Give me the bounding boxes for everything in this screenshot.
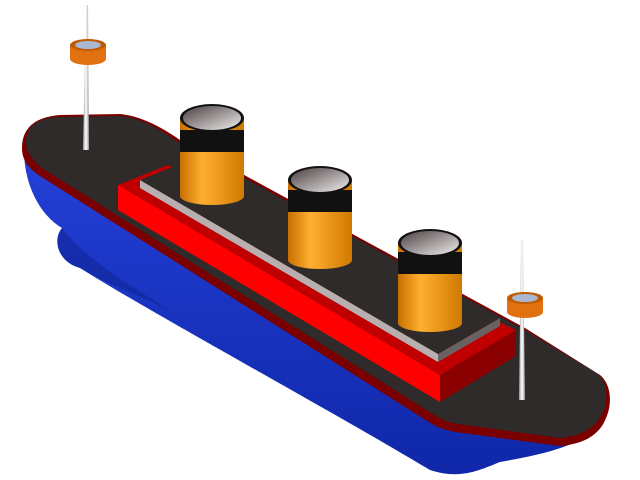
mast-fore xyxy=(70,5,106,150)
superstructure-front xyxy=(118,185,440,402)
upper-deck-side xyxy=(438,318,500,362)
funnel-2 xyxy=(288,166,352,269)
mast-aft xyxy=(507,240,543,400)
superstructure-side xyxy=(440,330,516,402)
funnel-1 xyxy=(180,104,244,205)
upper-deck-stripe xyxy=(140,180,438,362)
funnel-3 xyxy=(398,229,462,332)
